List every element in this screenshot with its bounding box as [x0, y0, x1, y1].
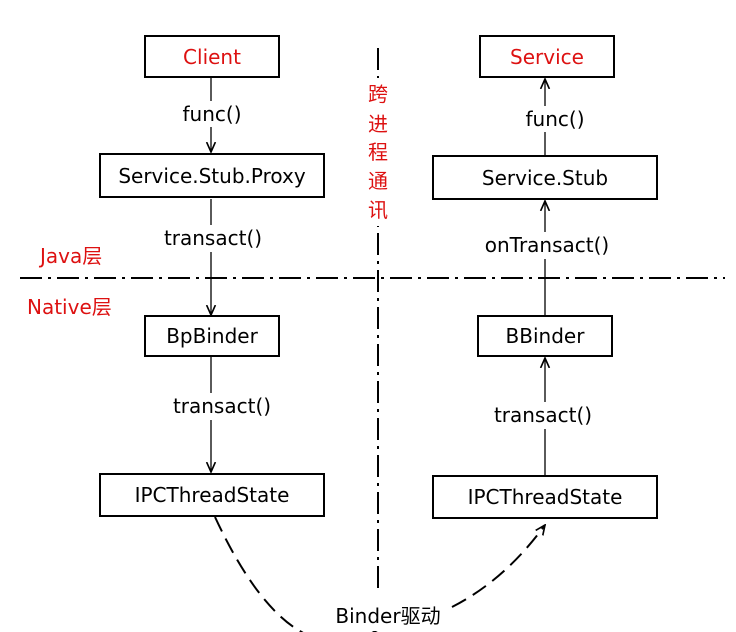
bbinder-label: BBinder: [506, 324, 586, 348]
binder-driver-label-group: Binder驱动: [326, 603, 450, 631]
service-label: Service: [510, 45, 584, 69]
client-func-label-group: func(): [176, 101, 248, 127]
service-func-label: func(): [526, 107, 585, 131]
driver-arc-left: [214, 516, 399, 632]
client-transact-java-group: transact(): [159, 225, 267, 252]
service-ipc-box: IPCThreadState: [432, 475, 658, 519]
service-func-label-group: func(): [519, 106, 591, 132]
service-transact-native-label: transact(): [494, 403, 592, 427]
bbinder-box: BBinder: [477, 315, 613, 357]
driver-arc-right: [451, 525, 545, 608]
bpbinder-label: BpBinder: [166, 324, 258, 348]
client-ipc-label: IPCThreadState: [135, 483, 290, 507]
bpbinder-box: BpBinder: [144, 315, 280, 357]
stub-box: Service.Stub: [432, 155, 658, 200]
proxy-box: Service.Stub.Proxy: [99, 153, 325, 198]
proxy-label: Service.Stub.Proxy: [118, 164, 305, 188]
cross-process-label: 跨 进 程 通 讯: [364, 78, 392, 226]
client-transact-native-group: transact(): [168, 393, 276, 420]
cross-process-char-4: 通: [368, 169, 388, 193]
client-ipc-box: IPCThreadState: [99, 473, 325, 517]
client-box: Client: [144, 35, 280, 78]
service-ipc-label: IPCThreadState: [468, 485, 623, 509]
client-transact-native-label: transact(): [173, 394, 271, 418]
cross-process-char-5: 讯: [368, 198, 388, 222]
service-ontransact-label: onTransact(): [485, 233, 609, 257]
stub-label: Service.Stub: [482, 166, 608, 190]
cross-process-char-3: 程: [368, 140, 388, 164]
binder-driver-label: Binder驱动: [335, 604, 440, 628]
service-transact-native-group: transact(): [489, 402, 597, 429]
java-layer-label: Java层: [38, 244, 102, 268]
client-transact-java-label: transact(): [164, 226, 262, 250]
client-label: Client: [183, 45, 241, 69]
service-ontransact-group: onTransact(): [478, 232, 616, 259]
native-layer-label: Native层: [27, 295, 112, 319]
cross-process-char-2: 进: [368, 112, 388, 136]
service-box: Service: [479, 35, 615, 78]
client-func-label: func(): [183, 102, 242, 126]
cross-process-char-1: 跨: [368, 82, 388, 106]
